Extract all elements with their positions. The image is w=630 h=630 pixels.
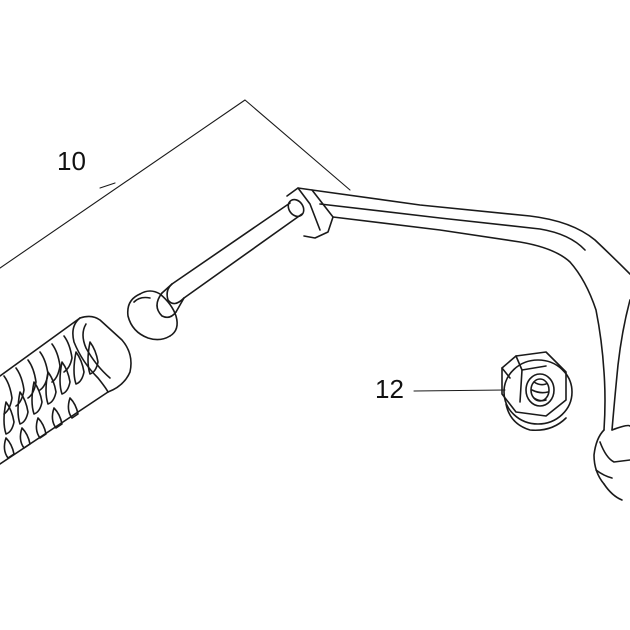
leader-line-12 [413, 389, 506, 392]
callout-12-label: 12 [375, 374, 404, 404]
flange-nut-icon [501, 351, 573, 432]
leader-lines-10 [0, 99, 351, 269]
pin-cap-icon [126, 290, 178, 341]
lever-arm-icon [286, 187, 630, 501]
callout-10-label: 10 [57, 146, 86, 176]
ribbed-grip-icon [0, 315, 132, 465]
pivot-pin-icon [156, 198, 305, 319]
